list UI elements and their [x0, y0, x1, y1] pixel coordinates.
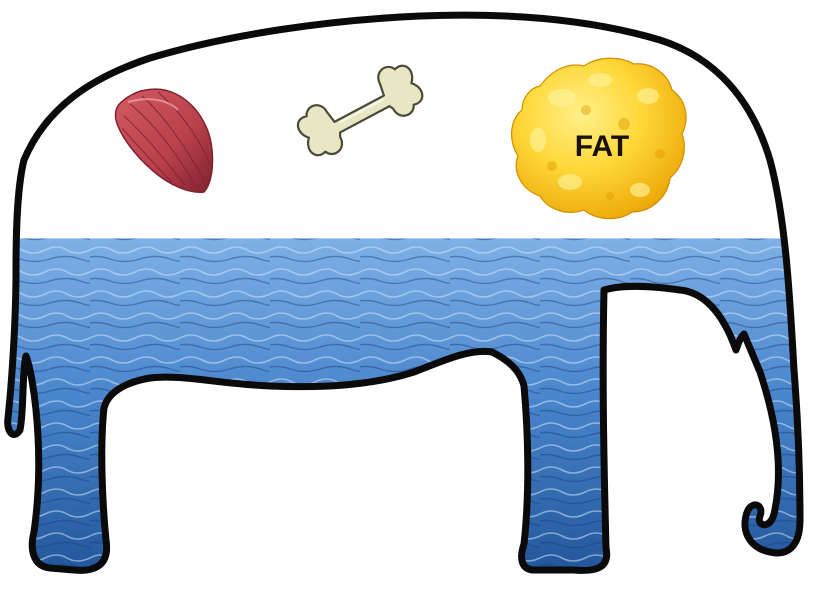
fat-label: FAT [575, 130, 629, 163]
